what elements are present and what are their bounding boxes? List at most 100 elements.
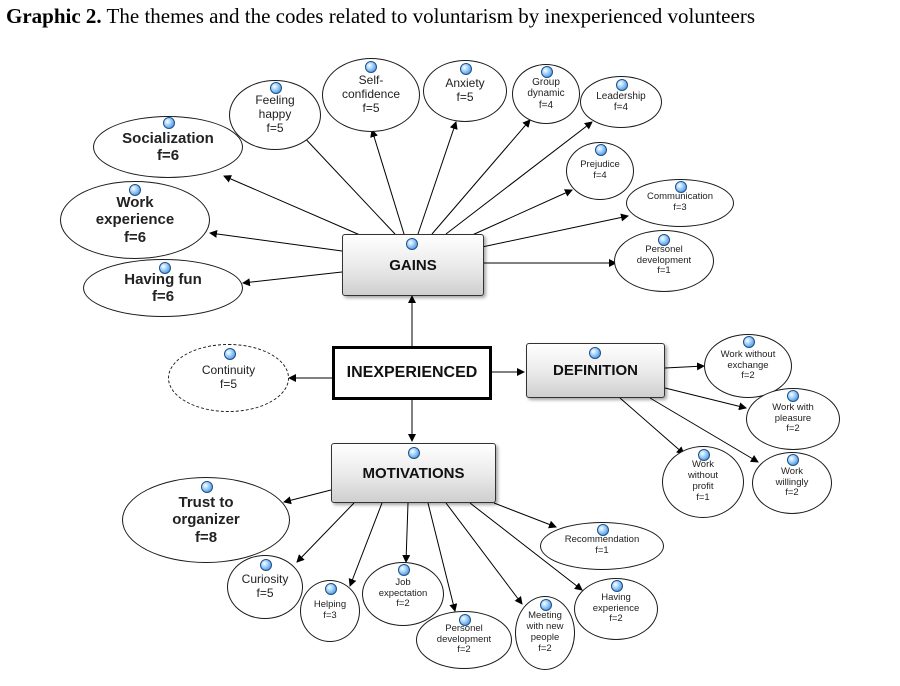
code-label: Trust to (178, 494, 234, 512)
code-label: organizer (172, 511, 240, 529)
code-leadership: Leadership f=4 (580, 76, 662, 128)
code-group-dynamic: Group dynamic f=4 (512, 64, 580, 124)
code-label: people (530, 632, 560, 643)
theme-motivations-label: MOTIVATIONS (362, 464, 465, 482)
code-label: profit (692, 481, 714, 492)
code-frequency: f=5 (456, 90, 474, 104)
edge-mot-meeting-people (445, 502, 523, 605)
bubble-icon (597, 524, 609, 536)
theme-gains: GAINS (342, 234, 484, 296)
edge-mot-having-experience (469, 502, 583, 591)
code-frequency: f=6 (123, 228, 147, 246)
edge-mot-recommendation (493, 502, 557, 529)
bubble-icon (270, 82, 282, 94)
code-communication: Communication f=3 (626, 179, 734, 227)
bubble-icon (611, 580, 623, 592)
bubble-icon (541, 66, 553, 78)
code-label: exchange (727, 359, 769, 371)
theme-motivations: MOTIVATIONS (331, 443, 496, 503)
code-frequency: f=5 (266, 120, 284, 135)
code-personel-development-motivations: Personel development f=2 (416, 611, 512, 669)
edge-gains-group-dynamic (431, 119, 531, 235)
bubble-icon (398, 564, 410, 576)
bubble-icon (159, 262, 171, 274)
code-curiosity: Curiosity f=5 (227, 555, 303, 619)
code-frequency: f=5 (256, 586, 274, 600)
code-frequency: f=2 (396, 598, 410, 610)
code-frequency: f=6 (156, 147, 180, 164)
bubble-icon (658, 234, 670, 246)
code-frequency: f=8 (194, 528, 218, 546)
code-label: Helping (313, 599, 347, 611)
code-having-experience: Having experience f=2 (574, 578, 658, 640)
code-frequency: f=5 (362, 100, 380, 115)
code-frequency: f=5 (219, 377, 237, 391)
edge-gains-anxiety (417, 121, 458, 235)
code-label: Group (532, 76, 560, 88)
code-label: experience (95, 211, 175, 229)
code-label: development (636, 254, 692, 266)
edge-def-without-profit (619, 397, 685, 455)
code-label: Work (116, 194, 154, 212)
code-label: Socialization (122, 129, 214, 147)
figure-caption: Graphic 2. The themes and the codes rela… (6, 4, 755, 29)
bubble-icon (260, 559, 272, 571)
bubble-icon (675, 181, 687, 193)
code-anxiety: Anxiety f=5 (423, 60, 507, 122)
bubble-icon (787, 390, 799, 402)
center-theme-inexperienced: INEXPERIENCED (332, 346, 492, 400)
code-having-fun: Having fun f=6 (83, 259, 243, 317)
code-feeling-happy: Feeling happy f=5 (229, 80, 321, 150)
code-self-confidence: Self- confidence f=5 (322, 58, 420, 132)
code-label: Communication (647, 191, 713, 203)
code-personel-development-gains: Personel development f=1 (614, 230, 714, 292)
code-label: Personel (445, 622, 483, 634)
code-label: dynamic (527, 88, 565, 100)
edge-mot-trust (283, 489, 332, 505)
code-prejudice: Prejudice f=4 (566, 142, 634, 200)
theme-definition-label: DEFINITION (553, 362, 638, 379)
edge-mot-curiosity (296, 502, 355, 563)
code-label: Having (601, 591, 631, 603)
code-label: development (436, 633, 492, 645)
edge-def-without-exchange (664, 362, 705, 371)
bubble-icon (616, 79, 628, 91)
code-label: Prejudice (580, 159, 620, 171)
code-label: confidence (341, 87, 401, 102)
code-job-expectation: Job expectation f=2 (362, 562, 444, 626)
code-frequency: f=2 (741, 370, 755, 382)
code-label: Work without (720, 348, 776, 360)
theme-definition: DEFINITION (526, 343, 665, 398)
code-label: with new (526, 621, 564, 633)
edge-def-with-pleasure (664, 387, 747, 411)
bubble-icon (589, 347, 601, 359)
code-label: willingly (775, 476, 809, 488)
code-frequency: f=4 (593, 170, 607, 181)
bubble-icon (224, 348, 236, 360)
code-frequency: f=3 (673, 202, 687, 213)
code-label: Continuity (201, 363, 256, 378)
code-continuity: Continuity f=5 (168, 344, 289, 412)
bubble-icon (540, 599, 552, 611)
code-work-with-pleasure: Work with pleasure f=2 (746, 388, 840, 450)
code-work-willingly: Work willingly f=2 (752, 452, 832, 514)
edge-gains-self-confidence (370, 129, 405, 235)
code-label: experience (592, 602, 640, 614)
code-frequency: f=4 (538, 99, 554, 111)
code-frequency: f=2 (786, 423, 800, 435)
code-frequency: f=4 (613, 102, 629, 113)
caption-text: The themes and the codes related to volu… (101, 4, 755, 28)
code-label: Meeting (528, 610, 562, 622)
code-label: Having fun (124, 270, 202, 288)
code-label: without (687, 470, 719, 482)
edge-mot-helping (348, 502, 383, 587)
code-label: Personel (645, 243, 683, 255)
edge-mot-job-expectation (402, 502, 411, 563)
bubble-icon (698, 449, 710, 461)
code-frequency: f=2 (785, 487, 799, 499)
bubble-icon (201, 481, 213, 493)
edge-def-willingly (649, 397, 759, 463)
code-frequency: f=6 (151, 288, 175, 305)
edge-gains-socialization (223, 175, 361, 236)
edge-mot-personel-development (427, 502, 458, 612)
